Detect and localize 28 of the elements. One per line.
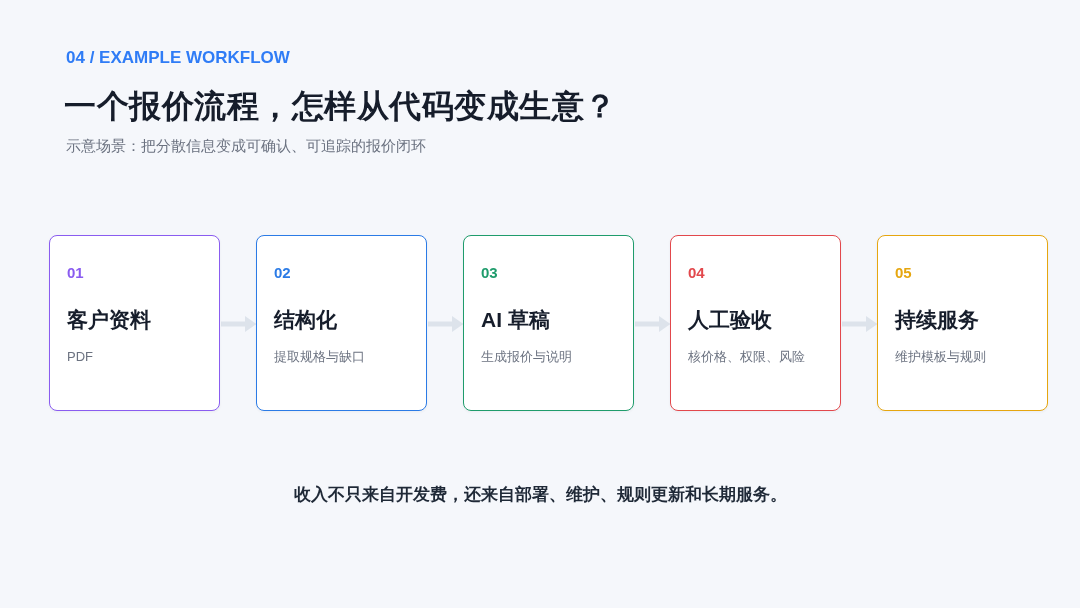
step-number: 01 <box>67 263 84 283</box>
step-description: 核价格、权限、风险 <box>688 348 805 366</box>
step-card <box>670 235 841 411</box>
step-number: 04 <box>688 263 705 283</box>
eyebrow-label: 04 / EXAMPLE WORKFLOW <box>66 47 290 69</box>
subtitle: 示意场景：把分散信息变成可确认、可追踪的报价闭环 <box>66 136 426 156</box>
step-number: 05 <box>895 263 912 283</box>
step-card <box>463 235 634 411</box>
step-description: 提取规格与缺口 <box>274 348 365 366</box>
step-card <box>256 235 427 411</box>
arrow <box>842 316 878 332</box>
step-card <box>49 235 220 411</box>
arrow <box>221 316 257 332</box>
step-description: PDF <box>67 348 93 366</box>
step-title: 人工验收 <box>688 307 772 333</box>
step-card <box>877 235 1048 411</box>
footer-note: 收入不只来自开发费，还来自部署、维护、规则更新和长期服务。 <box>293 484 787 506</box>
step-title: 客户资料 <box>67 307 151 333</box>
step-title: 结构化 <box>274 307 337 333</box>
step-title: AI 草稿 <box>481 307 550 333</box>
step-title: 持续服务 <box>895 307 979 333</box>
arrow <box>428 316 464 332</box>
arrow <box>635 316 671 332</box>
step-number: 03 <box>481 263 498 283</box>
step-number: 02 <box>274 263 291 283</box>
step-description: 生成报价与说明 <box>481 348 572 366</box>
page-title: 一个报价流程，怎样从代码变成生意？ <box>64 87 617 126</box>
step-description: 维护模板与规则 <box>895 348 986 366</box>
